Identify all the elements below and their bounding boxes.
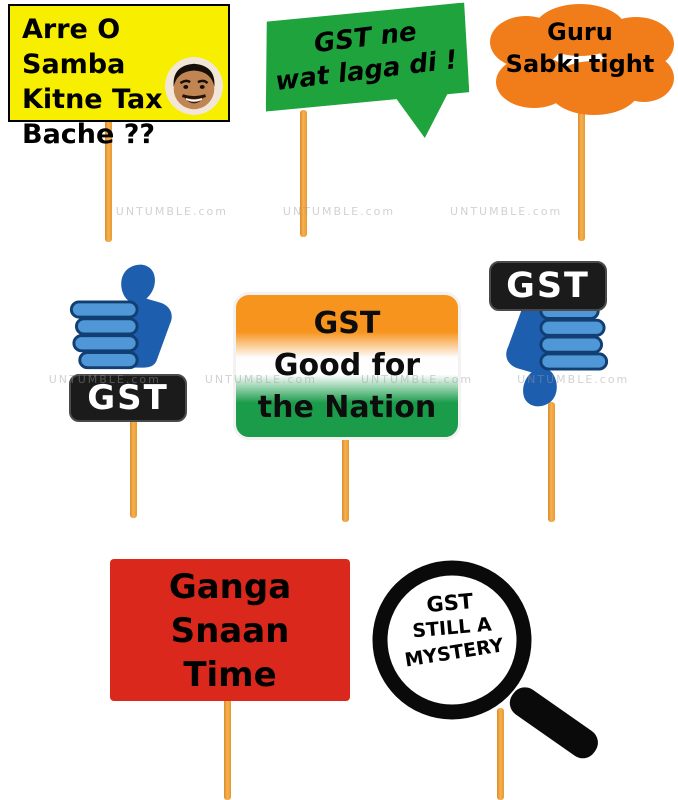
ganga-line3: Time — [183, 655, 277, 695]
prop-stick-ganga — [224, 696, 231, 800]
watermark-row: UNTUMBLE.com UNTUMBLE.com UNTUMBLE.com — [115, 205, 563, 218]
prop-stick-flag — [342, 436, 349, 522]
cloud-line1: Guru — [547, 18, 613, 46]
cloud-shape — [490, 4, 674, 115]
samba-sign-line1: Arre O Samba — [22, 14, 126, 80]
ganga-sign: Ganga Snaan Time — [110, 559, 350, 701]
samba-face-photo — [165, 57, 223, 115]
prop-stick-cloud — [578, 108, 585, 241]
cloud-line2: Sabki tight — [505, 50, 655, 78]
ganga-line1: Ganga — [168, 567, 292, 607]
thumbs-up-icon — [69, 264, 172, 370]
cloud-text: Guru Sabki tight — [484, 16, 676, 80]
gst-badge-thumbs-up: GST — [69, 374, 187, 422]
gst-speech-bubble: GST ne wat laga di ! — [264, 6, 472, 146]
samba-sign-line3: Bache ?? — [22, 119, 156, 150]
prop-stick-samba — [105, 116, 112, 242]
flag-line2: Good for — [273, 348, 421, 383]
magnifier-text: GST STILL A MYSTERY — [384, 584, 520, 671]
prop-stick-thumbs-down — [548, 402, 555, 522]
prop-stick-thumbs-up — [130, 418, 137, 518]
magnifying-glass-icon — [372, 560, 598, 759]
magnifier-prop: GST STILL A MYSTERY — [362, 550, 612, 780]
guru-cloud: Guru Sabki tight — [484, 0, 676, 118]
ganga-line2: Snaan — [170, 611, 290, 651]
samba-sign: Arre O Samba Kitne Tax Bache ?? — [8, 4, 230, 150]
gst-badge-thumbs-down: GST — [489, 261, 607, 311]
prop-stick-magnifier — [497, 708, 504, 800]
flag-line3: the Nation — [257, 390, 437, 425]
flag-sign: GST Good for the Nation — [233, 292, 461, 440]
flag-line1: GST — [313, 306, 381, 341]
prop-stick-bubble — [300, 110, 307, 237]
samba-sign-line2: Kitne Tax — [22, 84, 163, 115]
thumbs-down-icon — [506, 301, 609, 407]
